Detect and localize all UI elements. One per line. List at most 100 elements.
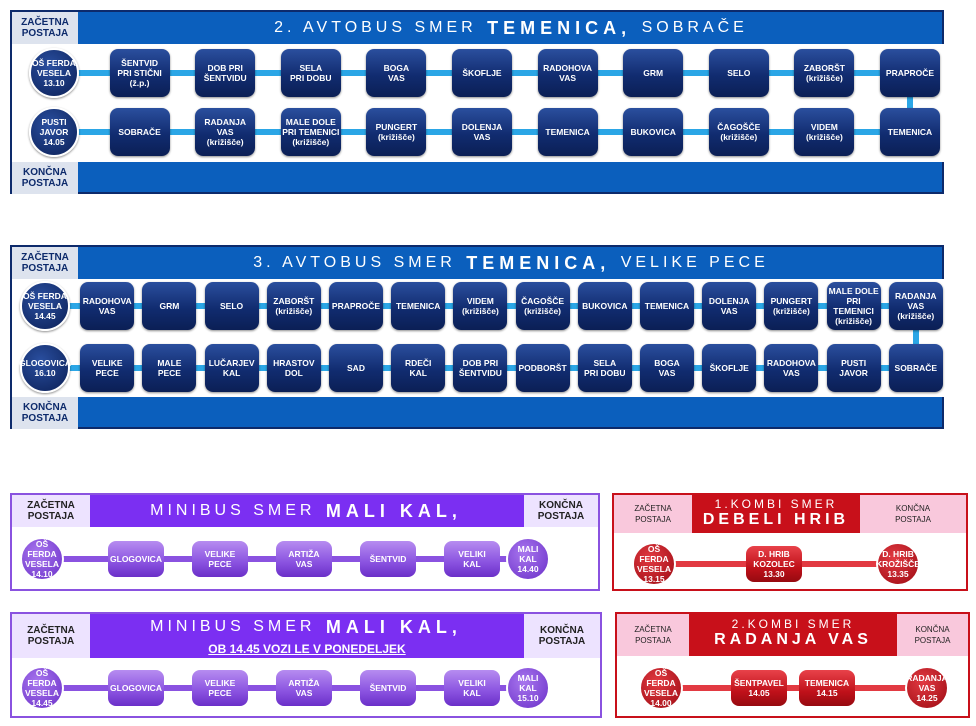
stop: TEMENICA xyxy=(391,282,446,330)
stop: ČAGOŠČE (križišče) xyxy=(708,108,769,156)
stop: SOBRAČE xyxy=(888,344,943,392)
stop: GLOGOVICA xyxy=(108,670,164,706)
stop: ZABORŠT (križišče) xyxy=(794,49,855,97)
stop: SELO xyxy=(708,49,769,97)
end-label: KONČNA POSTAJA xyxy=(897,614,968,656)
start-label: ZAČETNA POSTAJA xyxy=(614,495,692,533)
minibus-2-subtitle: OB 14.45 VOZI LE V PONEDELJEK xyxy=(90,640,524,658)
stop: PODBORŠT xyxy=(515,344,570,392)
start-stop: OŠ FERDA VESELA 13.10 xyxy=(29,48,79,98)
minibus-2-panel: ZAČETNA POSTAJA KONČNA POSTAJA MINIBUS S… xyxy=(10,612,602,718)
stop: BUKOVICA xyxy=(623,108,684,156)
minibus-1-panel: ZAČETNA POSTAJA KONČNA POSTAJA MINIBUS S… xyxy=(10,493,600,591)
stop: PUNGERT (križišče) xyxy=(764,282,819,330)
stop: D. HRIB KOZOLEC 13.30 xyxy=(746,546,802,582)
stop: VELIKE PECE xyxy=(192,670,248,706)
start-label: ZAČETNA POSTAJA xyxy=(12,247,78,279)
end-stop: MALI KAL 14.40 xyxy=(506,537,550,581)
stop: ŠKOFLJE xyxy=(702,344,757,392)
stop: PRAPROČE xyxy=(880,49,940,97)
start-stop: OŠ FERDA VESELA 13.15 xyxy=(632,542,676,586)
stop: ŠKOFLJE xyxy=(452,49,512,97)
stop: DOLENJA VAS xyxy=(702,282,757,330)
stop: MALE DOLE PRI TEMENICI (križišče) xyxy=(826,282,881,330)
stop: RADANJA VAS (križišče) xyxy=(888,282,943,330)
start-label: ZAČETNA POSTAJA xyxy=(12,12,78,44)
stop: ARTIŽA VAS xyxy=(276,541,332,577)
start-stop: OŠ FERDA VESELA 14.10 xyxy=(20,537,64,581)
stop: ARTIŽA VAS xyxy=(276,670,332,706)
connector-line xyxy=(912,306,919,368)
stop: PUSTI JAVOR xyxy=(826,344,881,392)
stop: ČAGOŠČE (križišče) xyxy=(515,282,570,330)
stop: VELIKI KAL xyxy=(444,670,500,706)
stop: SELA PRI DOBU xyxy=(577,344,632,392)
end-stop: D. HRIB KROŽIŠČE 13.35 xyxy=(876,542,920,586)
end-stop: GLOGOVICA 16.10 xyxy=(19,343,71,393)
end-label: KONČNA POSTAJA xyxy=(12,162,78,194)
connector-line xyxy=(907,73,913,132)
stop: RADOHOVA VAS xyxy=(80,282,135,330)
end-label: KONČNA POSTAJA xyxy=(860,495,966,533)
stop: TEMENICA xyxy=(880,108,940,156)
start-stop: OŠ FERDA VESELA 14.45 xyxy=(20,281,70,331)
minibus-1-title: MINIBUS SMER MALI KAL, xyxy=(90,495,524,527)
route-3-panel: ZAČETNA POSTAJA KONČNA POSTAJA 3. AVTOBU… xyxy=(10,245,944,429)
stop: ŠENTVID xyxy=(360,670,416,706)
stop: TEMENICA xyxy=(537,108,598,156)
stop: SOBRAČE xyxy=(109,108,170,156)
start-label: ZAČETNA POSTAJA xyxy=(12,495,90,527)
end-stop: RADANJA VAS 14.25 xyxy=(905,666,949,710)
stop: BOGA VAS xyxy=(366,49,427,97)
kombi-2-title: 2.KOMBI SMER RADANJA VAS xyxy=(689,614,897,656)
kombi-2-panel: ZAČETNA POSTAJA KONČNA POSTAJA 2.KOMBI S… xyxy=(615,612,970,718)
stop: VELIKE PECE xyxy=(80,344,135,392)
stop: RADOHOVA VAS xyxy=(764,344,819,392)
stop: ŠENTPAVEL 14.05 xyxy=(731,670,787,706)
stop: RADANJA VAS (križišče) xyxy=(195,108,256,156)
end-label: KONČNA POSTAJA xyxy=(12,397,78,429)
minibus-2-title: MINIBUS SMER MALI KAL, xyxy=(90,614,524,640)
stop: DOB PRI ŠENTVIDU xyxy=(195,49,256,97)
stop: ŠENTVID PRI STIČNI (ž.p.) xyxy=(109,49,170,97)
stop: DOLENJA VAS xyxy=(452,108,512,156)
stop: BOGA VAS xyxy=(640,344,694,392)
stop: MALE PECE xyxy=(142,344,197,392)
kombi-1-panel: ZAČETNA POSTAJA KONČNA POSTAJA 1.KOMBI S… xyxy=(612,493,968,591)
stop: TEMENICA xyxy=(640,282,694,330)
start-label: ZAČETNA POSTAJA xyxy=(617,614,689,656)
stop: GRM xyxy=(142,282,197,330)
stop: PRAPROČE xyxy=(329,282,383,330)
start-label: ZAČETNA POSTAJA xyxy=(12,614,90,658)
stop: SELO xyxy=(204,282,259,330)
kombi-1-title: 1.KOMBI SMER DEBELI HRIB xyxy=(692,495,860,533)
route-2-panel: ZAČETNA POSTAJA KONČNA POSTAJA 2. AVTOBU… xyxy=(10,10,944,194)
stop: ŠENTVID xyxy=(360,541,416,577)
stop: RDEČI KAL xyxy=(391,344,446,392)
start-stop: OŠ FERDA VESELA 14.45 xyxy=(20,666,64,710)
start-stop: OŠ FERDA VESELA 14.00 xyxy=(639,666,683,710)
end-label: KONČNA POSTAJA xyxy=(524,614,600,658)
stop: RADOHOVA VAS xyxy=(537,49,598,97)
end-stop: PUSTI JAVOR 14.05 xyxy=(29,107,79,157)
stop: LUČARJEV KAL xyxy=(204,344,259,392)
stop: VIDEM (križišče) xyxy=(794,108,855,156)
route-3-title: 3. AVTOBUS SMER TEMENICA, VELIKE PECE xyxy=(253,252,769,273)
stop: SAD xyxy=(329,344,383,392)
stop: VELIKE PECE xyxy=(192,541,248,577)
stop: MALE DOLE PRI TEMENICI (križišče) xyxy=(280,108,341,156)
stop: DOB PRI ŠENTVIDU xyxy=(453,344,508,392)
end-stop: MALI KAL 15.10 xyxy=(506,666,550,710)
stop: PUNGERT (križišče) xyxy=(366,108,427,156)
stop: ZABORŠT (križišče) xyxy=(266,282,321,330)
end-label: KONČNA POSTAJA xyxy=(524,495,598,527)
stop: SELA PRI DOBU xyxy=(280,49,341,97)
stop: HRASTOV DOL xyxy=(266,344,321,392)
stop: BUKOVICA xyxy=(577,282,632,330)
stop: VELIKI KAL xyxy=(444,541,500,577)
route-2-title: 2. AVTOBUS SMER TEMENICA, SOBRAČE xyxy=(274,17,748,38)
stop: GRM xyxy=(623,49,684,97)
stop: VIDEM (križišče) xyxy=(453,282,508,330)
connector-line xyxy=(661,685,927,691)
stop: GLOGOVICA xyxy=(108,541,164,577)
